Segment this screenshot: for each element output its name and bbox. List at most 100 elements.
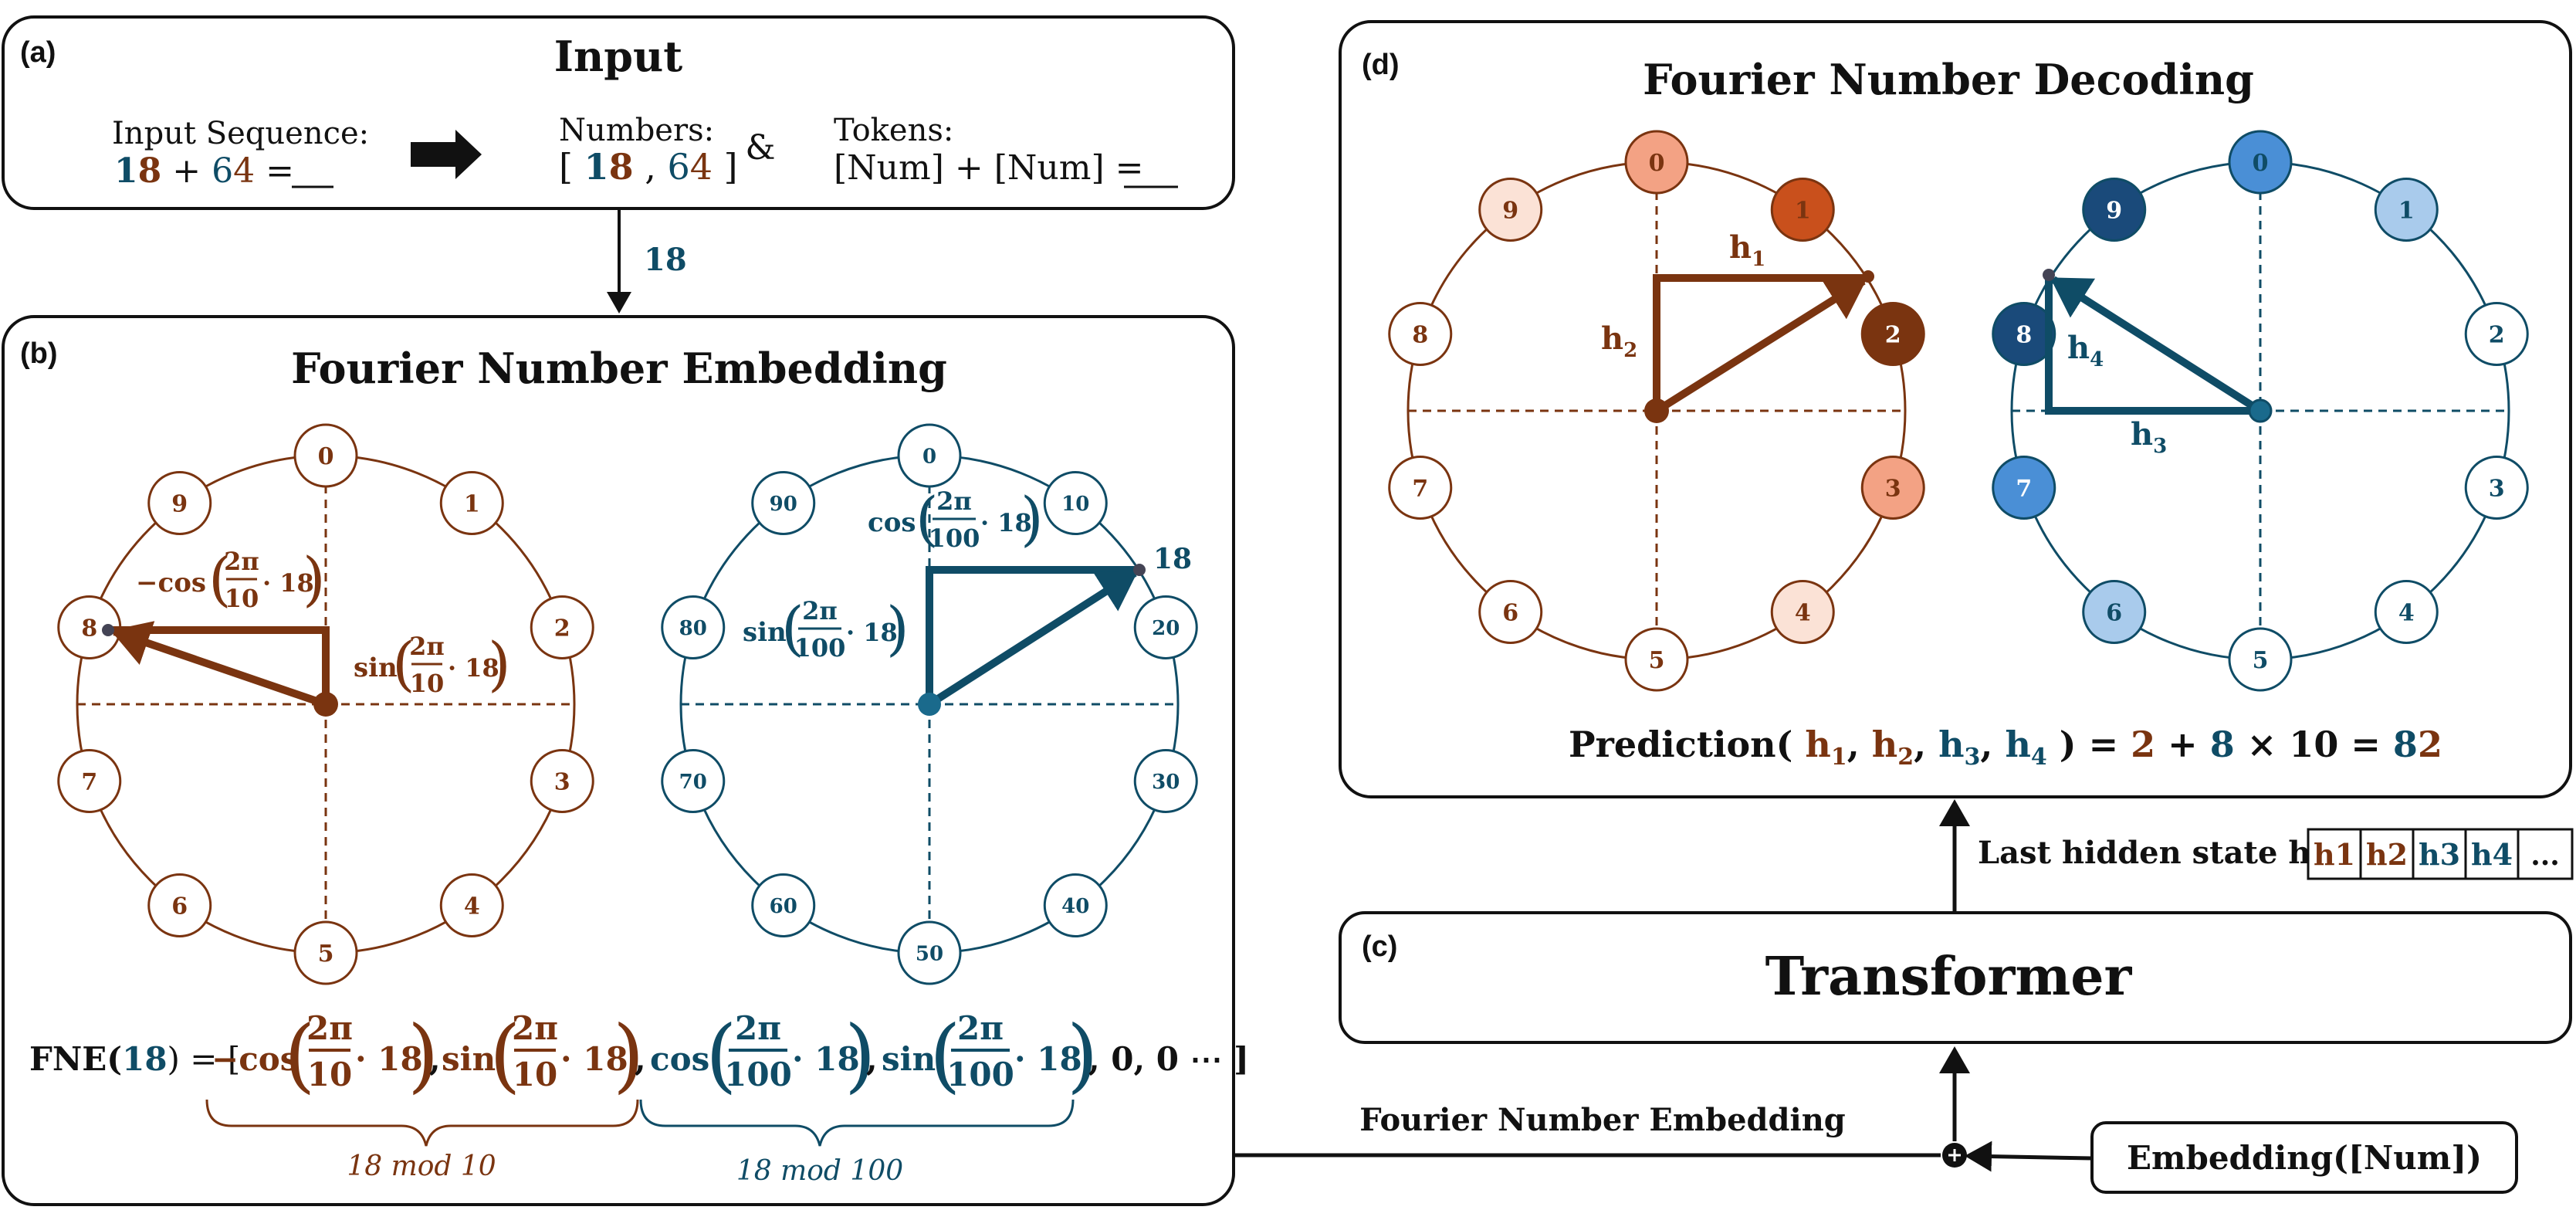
prediction-times: × 10 = (2247, 724, 2381, 765)
fne-mod10-node-0-label: 0 (318, 443, 334, 470)
decode-tens-node-8-disc (1992, 301, 2056, 366)
decode-units-node-8: 8 (1388, 301, 1453, 366)
fne-mod100-node-20-label: 20 (1152, 617, 1180, 640)
decode-units-node-0-disc (1624, 130, 1689, 195)
decode-units-node-7: 7 (1388, 456, 1453, 520)
fne-mod100-node-10: 10 (1043, 470, 1108, 535)
arrow-a-to-b-label: 18 (644, 242, 687, 278)
c1-neg-cos-times: · 18 (262, 568, 314, 598)
fne-mod100-node-10-label: 10 (1061, 493, 1089, 516)
decode-h4-sub: 4 (2090, 348, 2104, 371)
arrow-label-tens: 1 (644, 242, 665, 278)
fne-term1-num: 2π (306, 1009, 353, 1047)
decode-units-node-2: 2 (1860, 301, 1925, 366)
decode-units-node-1-label: 1 (1795, 197, 1811, 224)
fne-comma1: , (429, 1040, 441, 1078)
hidden-cell-h1: h1 (2314, 837, 2355, 872)
fne-mod10-node-5-label: 5 (318, 941, 334, 968)
numbers-expr: [ 18 , 64 ] (559, 146, 738, 188)
numbers-v1-tens: 1 (584, 146, 609, 188)
c2-cos-den: 100 (929, 524, 980, 553)
fne-term3-fn: cos (650, 1040, 709, 1078)
fne-term2-rparen: ) (613, 1008, 645, 1102)
decode-units-node-3-label: 3 (1885, 475, 1901, 502)
c1-neg-cos-fn: −cos (136, 568, 206, 598)
prediction-sep2: , (1914, 724, 1938, 765)
c2-sin-times: · 18 (846, 618, 898, 647)
seq-eq: = (266, 151, 294, 191)
decode-tens-node-3-disc (2464, 456, 2529, 520)
prediction-arg1: h (1805, 724, 1830, 765)
decode-tens-node-7: 7 (1992, 456, 2056, 520)
fne-tail: , 0, 0 ⋯ ] (1088, 1040, 1249, 1078)
decode-tens-node-8: 8 (1992, 301, 2056, 366)
fne-circle-mod10-vector (110, 621, 327, 708)
decode-tens-node-7-label: 7 (2016, 475, 2032, 502)
seq-num2: 64 (212, 151, 255, 191)
prediction-r2: 2 (2418, 724, 2442, 765)
decode-h3-label: h3 (2131, 416, 2167, 458)
fne-term2-fn: sin (442, 1040, 496, 1078)
decode-units-node-7-disc (1388, 456, 1453, 520)
decode-tens-node-4: 4 (2374, 580, 2439, 645)
fne-term1-lparen: ( (284, 1008, 316, 1102)
c1-sin-label: sin ( 2π 10 · 18 ) (354, 629, 511, 698)
decode-units-node-3: 3 (1860, 456, 1925, 520)
fne-prefix: FNE( (29, 1040, 122, 1078)
fne-mod10-node-3: 3 (530, 749, 594, 814)
fne-mod10-node-6-label: 6 (171, 893, 188, 920)
numbers-label: Numbers: (559, 113, 714, 148)
fne-term2-times: · 18 (560, 1040, 628, 1078)
decode-tens-node-5-disc (2228, 627, 2293, 692)
fne-formula-prefix: FNE(18) = [ (29, 1040, 240, 1078)
panel-c-tag: (c) (1362, 930, 1397, 963)
decode-tens-node-0-label: 0 (2253, 150, 2269, 177)
decode-h1-label: h1 (1729, 229, 1765, 271)
hidden-state-cells: h1 h2 h3 h4 ... (2307, 828, 2574, 880)
transformer-title: Transformer (1765, 946, 2133, 1008)
fne-circle-mod100-point (1133, 564, 1146, 576)
hidden-cell-h2: h2 (2366, 837, 2408, 872)
fne-mod10-node-9-disc (147, 470, 212, 535)
c2-sin-rparen: ) (886, 594, 909, 663)
seq-num1-units: 8 (138, 151, 162, 191)
fne-term2-num: 2π (512, 1009, 558, 1047)
fne-mod10-node-9: 9 (147, 470, 212, 535)
c2-sin-fn: sin (743, 617, 787, 648)
fne-mod100-node-60-disc (751, 873, 816, 938)
decode-units-node-2-label: 2 (1885, 321, 1901, 348)
fne-circle-mod100-point-label: 18 (1153, 543, 1192, 575)
decode-h3-sub: 3 (2153, 435, 2167, 458)
numbers-v1-units: 8 (609, 146, 634, 188)
numbers-open: [ (559, 146, 573, 188)
panel-c-box (1339, 911, 2572, 1044)
decode-tens-node-2-label: 2 (2489, 321, 2505, 348)
panel-d-title: Fourier Number Decoding (1643, 55, 2254, 104)
fne-term4-num: 2π (957, 1009, 1004, 1047)
ampersand: & (745, 128, 775, 168)
prediction-suffix: ) = (2060, 724, 2118, 765)
c2-cos-rparen: ) (1021, 484, 1044, 553)
c1-neg-cos-label: −cos ( 2π 10 · 18 ) (136, 544, 326, 613)
decode-h1-sub: 1 (1752, 248, 1765, 271)
fne-mod10-node-4: 4 (439, 873, 504, 938)
fne-mod100-node-70-label: 70 (679, 771, 707, 794)
prediction-arg3: h (1938, 724, 1964, 765)
tokens-label: Tokens: (834, 113, 953, 148)
brace-mod100 (639, 1099, 1075, 1147)
decode-units-node-1-disc (1770, 177, 1835, 242)
panel-d-tag: (d) (1362, 49, 1400, 81)
fne-formula: FNE(18) = [ −cos ( 2π 10 · 18 ) , sin ( … (29, 1008, 1249, 1102)
embedding-to-plus-arrow (1965, 1141, 2093, 1172)
decode-units-node-6-label: 6 (1502, 599, 1518, 626)
fne-mod100-node-70-disc (661, 749, 726, 814)
fne-mod100-node-0-disc (897, 423, 962, 488)
decode-tens-node-0-disc (2228, 130, 2293, 195)
fne-term1-fn: −cos (212, 1040, 298, 1078)
decode-tens-node-3-label: 3 (2489, 475, 2505, 502)
decode-h4-label: h4 (2067, 330, 2104, 371)
fne-comma3: , (866, 1040, 878, 1078)
fne-mod100-node-90: 90 (751, 470, 816, 535)
fne-term1-times: · 18 (355, 1040, 423, 1078)
fne-circle-mod10-origin (313, 692, 338, 717)
